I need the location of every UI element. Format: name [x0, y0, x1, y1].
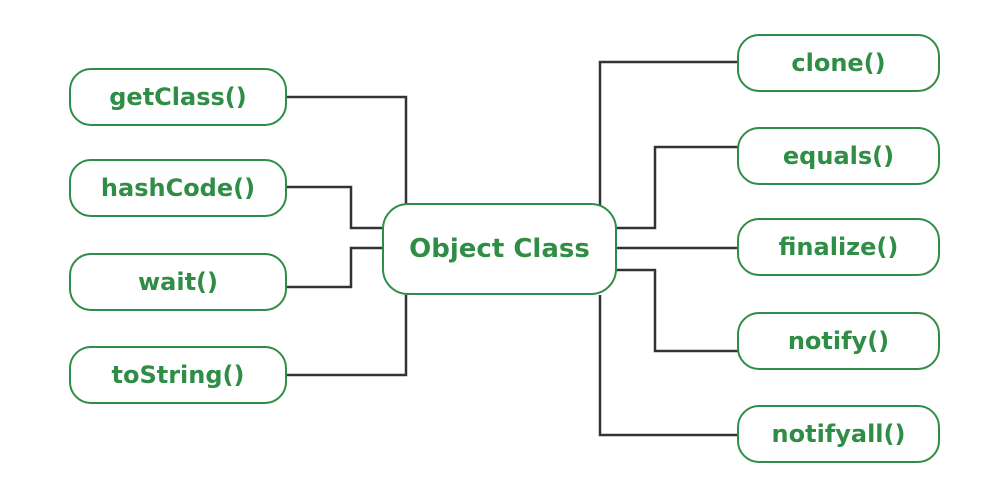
method-node-equals: equals()	[737, 127, 940, 185]
connector-notify	[615, 268, 738, 353]
method-label: getClass()	[109, 83, 247, 111]
method-node-hashcode: hashCode()	[69, 159, 287, 217]
method-label: toString()	[111, 361, 245, 389]
method-node-notify: notify()	[737, 312, 940, 370]
method-label: notify()	[787, 327, 890, 355]
method-node-finalize: finalize()	[737, 218, 940, 276]
method-label: notifyall()	[771, 420, 906, 448]
method-label: finalize()	[778, 233, 899, 261]
object-class-node: Object Class	[382, 203, 617, 295]
method-node-clone: clone()	[737, 34, 940, 92]
connector-wait	[286, 246, 384, 289]
connector-getclass	[286, 95, 408, 205]
method-node-getclass: getClass()	[69, 68, 287, 126]
connector-notifyall	[598, 295, 738, 437]
method-label: equals()	[782, 142, 895, 170]
method-node-notifyall: notifyall()	[737, 405, 940, 463]
method-label: clone()	[791, 49, 886, 77]
method-label: hashCode()	[100, 174, 256, 202]
method-node-tostring: toString()	[69, 346, 287, 404]
method-label: wait()	[137, 268, 218, 296]
connector-equals	[615, 145, 738, 230]
connector-tostring	[286, 295, 408, 377]
connector-clone	[598, 60, 738, 205]
connector-hashcode	[286, 185, 384, 230]
object-class-label: Object Class	[409, 234, 590, 264]
method-node-wait: wait()	[69, 253, 287, 311]
